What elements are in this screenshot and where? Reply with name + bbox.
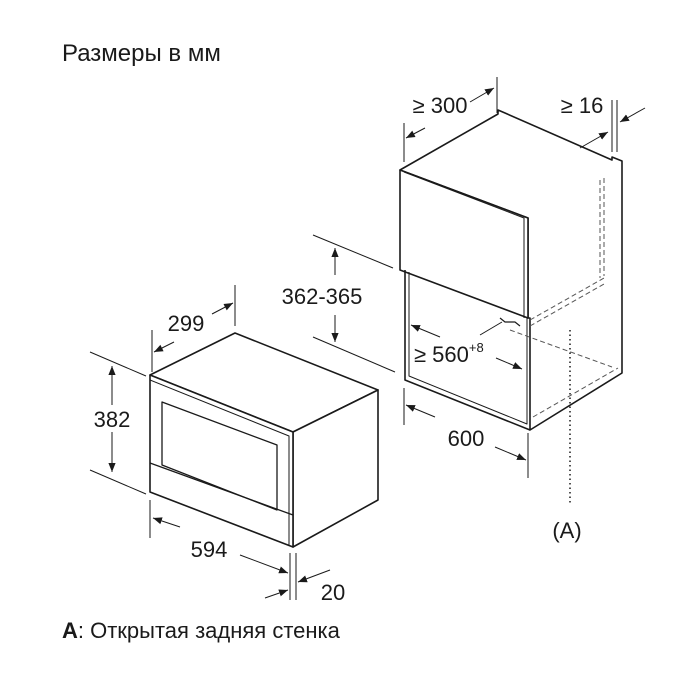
dimension-width-label: 594 [191,537,228,562]
dimension-height-label: 382 [94,407,131,432]
cabinet-hidden-lines [509,178,619,418]
legend-caption: A: Открытая задняя стенка [62,618,340,644]
microwave-appliance [149,332,379,548]
dimension-niche-height-label: 362-365 [282,284,363,309]
dimension-cabinet-width-label: 600 [448,426,485,451]
page-title: Размеры в мм [62,40,221,67]
dimension-depth-label: 299 [168,311,205,336]
cabinet-dimension-lines [312,77,646,478]
dimension-niche-width-label: ≥ 560+8 [414,340,484,367]
niche-width-tolerance: +8 [469,340,484,355]
dimension-front-depth-label: 20 [321,580,345,605]
caption-text: : Открытая задняя стенка [77,618,340,643]
wall-cabinet [399,109,623,431]
dimension-cabinet-depth-label: ≥ 300 [413,93,468,118]
label-a-marker: (A) [552,518,581,543]
niche-width-value: ≥ 560 [414,342,469,367]
caption-key: A [62,618,78,643]
dimension-back-gap-label: ≥ 16 [561,93,604,118]
microwave-dimension-lines [89,285,331,600]
